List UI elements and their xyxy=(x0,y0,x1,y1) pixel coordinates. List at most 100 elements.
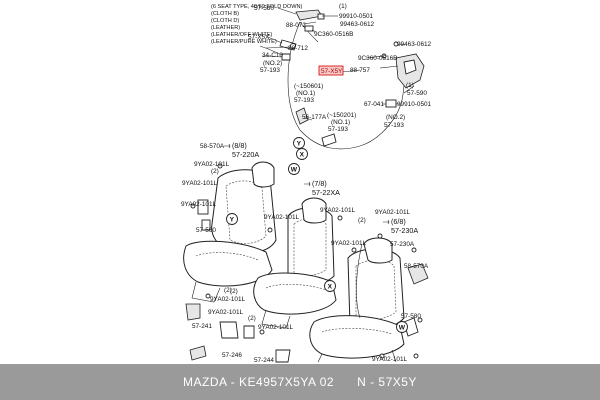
reference-circle xyxy=(293,137,305,149)
parts-diagram: (6 SEAT TYPE, 40/60 FOLD DOWN) (CLOTH B)… xyxy=(181,3,432,364)
seat-frame xyxy=(391,349,397,363)
quantity-label: (1) xyxy=(406,82,414,89)
headrest xyxy=(363,237,393,264)
leader-line xyxy=(277,7,297,15)
part-number-label: 99910-0501 xyxy=(339,13,374,20)
highlight-box xyxy=(318,65,344,76)
part-number-label: (NO.2) xyxy=(386,114,405,121)
headrest xyxy=(301,197,327,224)
seat-stitching xyxy=(195,252,259,261)
release-cable xyxy=(287,21,405,150)
part-number-label: 34-C10 xyxy=(262,52,283,59)
leader-line xyxy=(267,36,283,44)
bolt xyxy=(377,233,383,239)
part-number-label: 9C360-0516B xyxy=(358,55,397,62)
part-number-label: 99463-0612 xyxy=(340,21,375,28)
headrest xyxy=(251,161,275,188)
bolt xyxy=(411,247,417,253)
reference-letter: Y xyxy=(297,141,302,148)
part-number-label: 57-580 xyxy=(254,5,274,12)
part-number-label: 9YA02-101L xyxy=(264,214,300,221)
seat-belt xyxy=(356,243,363,319)
reference-letter: W xyxy=(291,167,298,174)
bolt xyxy=(379,353,385,359)
reference-circle xyxy=(324,280,336,292)
section-ref-part: 57-220A xyxy=(232,150,259,159)
seat-cushion xyxy=(309,315,405,359)
note-line: (6 SEAT TYPE, 40/60 FOLD DOWN) xyxy=(211,4,303,10)
section-ref: (8/8) xyxy=(232,141,247,150)
part-number-label: 9YA02-101L xyxy=(258,324,294,331)
part-number-label: 57-590 xyxy=(407,90,427,97)
seat-left xyxy=(183,161,277,303)
highlighted-part-tag: 57-X5Y xyxy=(318,65,344,76)
reference-circle xyxy=(296,148,308,160)
leader-line xyxy=(303,21,317,25)
seat-middle xyxy=(253,197,337,329)
reference-letter: W xyxy=(399,325,406,332)
quantity-label: (2) xyxy=(248,315,256,322)
part-number-label: (NO.1) xyxy=(296,90,315,97)
trim-cover xyxy=(219,321,239,339)
seat-stitching xyxy=(265,284,327,291)
note-line: (CLOTH B) xyxy=(211,11,239,17)
part-number-label: 58-570A xyxy=(200,143,225,150)
part-number-label: 58-570A xyxy=(404,263,429,270)
part-number-label: 9YA02-101L xyxy=(181,201,217,208)
seat-frame xyxy=(261,309,291,329)
cable-end xyxy=(281,53,291,61)
latch xyxy=(407,263,429,285)
bolt xyxy=(267,227,273,233)
bolt xyxy=(205,293,211,299)
bolt xyxy=(259,329,265,335)
part-number-label: 57-193 xyxy=(384,122,404,129)
leader-line xyxy=(311,29,317,33)
seat-lever xyxy=(403,59,417,75)
note-line: (LEATHER) xyxy=(211,25,240,31)
reference-markers-seats: Y X W xyxy=(226,213,408,333)
part-number-label: 9YA02-101L xyxy=(210,296,246,303)
quantity-label: (2) xyxy=(211,168,219,175)
part-number-label: 9YA02-101L xyxy=(208,309,244,316)
part-number-label: 57-580 xyxy=(401,313,421,320)
release-cable xyxy=(299,21,319,43)
caption-bar: MAZDA - KE4957X5YA 02 N - 57X5Y xyxy=(0,364,600,400)
section-ref-part: 57-22XA xyxy=(312,188,340,197)
bolt xyxy=(413,353,419,359)
part-number-label: 57-X5X xyxy=(248,34,270,41)
part-number-label: (~150601) xyxy=(294,83,323,90)
bracket xyxy=(201,219,211,231)
note-line: (LEATHER/OFF WHITE) xyxy=(211,32,273,38)
part-number-label: 57-241 xyxy=(192,323,212,330)
quantity-label: (1) xyxy=(339,3,347,10)
part-number-label: 9C360-0516B xyxy=(314,31,353,38)
leader-line xyxy=(265,46,291,49)
part-number-label: 9YA02-101L xyxy=(372,356,408,363)
part-number-label: 57-246 xyxy=(222,352,242,359)
seat-type-notes: (6 SEAT TYPE, 40/60 FOLD DOWN) (CLOTH B)… xyxy=(211,4,303,45)
bolt xyxy=(417,317,423,323)
bolt xyxy=(190,203,196,209)
cable-clip xyxy=(290,43,296,49)
bolt xyxy=(337,215,343,221)
bolt xyxy=(217,163,223,169)
reference-circle xyxy=(288,163,300,175)
trim-bracket xyxy=(295,107,309,125)
part-number-label: 57-230A xyxy=(390,241,415,248)
part-number-label: 9YA02-101L xyxy=(194,161,230,168)
part-number-label: (NO.1) xyxy=(331,119,350,126)
section-references: (8/8) 57-220A (7/8) 57-22XA (6/8) 57-230… xyxy=(224,141,418,235)
seat-callouts: 9YA02-101L (2) 58-570A 9YA02-101L 57-560… xyxy=(181,143,429,364)
reference-letter: Y xyxy=(230,217,235,224)
section-ref-part: 57-230A xyxy=(391,226,418,235)
section-ref: (6/8) xyxy=(391,217,406,226)
small-parts xyxy=(185,163,429,363)
section-arrow-icon xyxy=(304,181,311,187)
part-number-label: 57-560 xyxy=(196,227,216,234)
part-number-label: 9YA02-101L xyxy=(375,209,411,216)
leader-line xyxy=(261,55,283,58)
part-number-label: 67-041 xyxy=(364,101,384,108)
release-cable-assembly xyxy=(259,7,425,150)
top-callouts: 57-580 (1) 99910-0501 99463-0612 88-072 … xyxy=(248,3,432,133)
